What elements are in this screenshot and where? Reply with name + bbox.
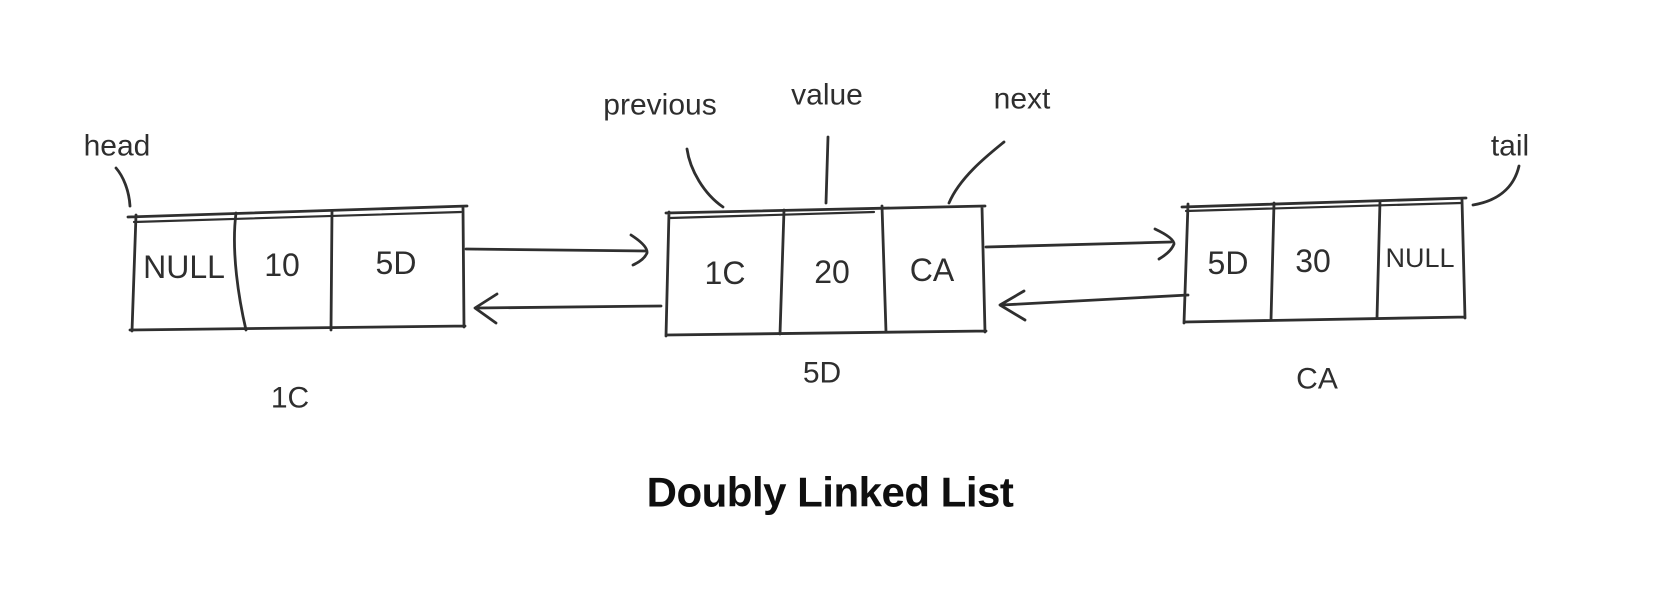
node-1-outline xyxy=(126,204,469,333)
prev-arrow-2-1 xyxy=(473,292,663,325)
next-arrow-2-3-head xyxy=(1153,227,1176,261)
node-2-outline xyxy=(664,204,988,338)
node-3: 5D 30 NULL CA xyxy=(1180,196,1468,396)
prev-arrow-2-1-head xyxy=(473,292,499,325)
node-2-cell-dividers xyxy=(778,204,888,336)
node-1: NULL 10 5D 1C xyxy=(126,204,469,415)
previous-field-connector xyxy=(685,147,725,209)
node-3-prev-cell: 5D xyxy=(1208,245,1249,281)
next-arrow-2-3-line xyxy=(984,240,1173,249)
value-field-connector xyxy=(824,135,830,205)
field-label-next: next xyxy=(994,83,1051,116)
next-arrow-1-2-line xyxy=(464,247,648,253)
node-1-address-label: 1C xyxy=(271,382,309,415)
next-field-connector xyxy=(947,140,1006,205)
node-3-outline xyxy=(1180,196,1468,325)
node-1-next-cell: 5D xyxy=(376,245,417,281)
prev-arrow-3-2 xyxy=(998,289,1190,322)
node-3-value-cell: 30 xyxy=(1295,243,1331,279)
node-2-top-sketch-line xyxy=(668,210,876,220)
prev-arrow-2-1-line xyxy=(475,304,663,310)
tail-pointer-label: tail xyxy=(1491,130,1529,163)
next-arrow-1-2-head xyxy=(629,233,649,267)
diagram-title: Doubly Linked List xyxy=(647,469,1014,516)
node-2-prev-cell: 1C xyxy=(705,255,746,291)
node-1-value-cell: 10 xyxy=(264,247,300,283)
field-label-previous: previous xyxy=(603,89,716,122)
node-2: 1C 20 CA 5D xyxy=(664,204,988,390)
node-1-cell-dividers xyxy=(233,209,334,332)
node-3-next-cell: NULL xyxy=(1385,243,1454,273)
head-pointer-connector xyxy=(114,166,132,208)
node-3-top-sketch-line xyxy=(1184,201,1463,213)
prev-arrow-3-2-line xyxy=(1000,293,1190,307)
field-label-value: value xyxy=(791,79,863,112)
node-1-prev-cell: NULL xyxy=(143,249,225,285)
node-1-top-sketch-line xyxy=(132,210,463,224)
node-2-value-cell: 20 xyxy=(814,254,850,290)
node-2-address-label: 5D xyxy=(803,357,841,390)
tail-pointer-connector xyxy=(1471,164,1521,207)
node-2-next-cell: CA xyxy=(910,252,955,288)
next-arrow-2-3 xyxy=(984,227,1176,261)
node-3-cell-dividers xyxy=(1269,199,1382,322)
head-pointer-label: head xyxy=(84,130,151,163)
prev-arrow-3-2-head xyxy=(998,289,1027,322)
node-3-address-label: CA xyxy=(1296,363,1338,396)
next-arrow-1-2 xyxy=(464,233,649,267)
